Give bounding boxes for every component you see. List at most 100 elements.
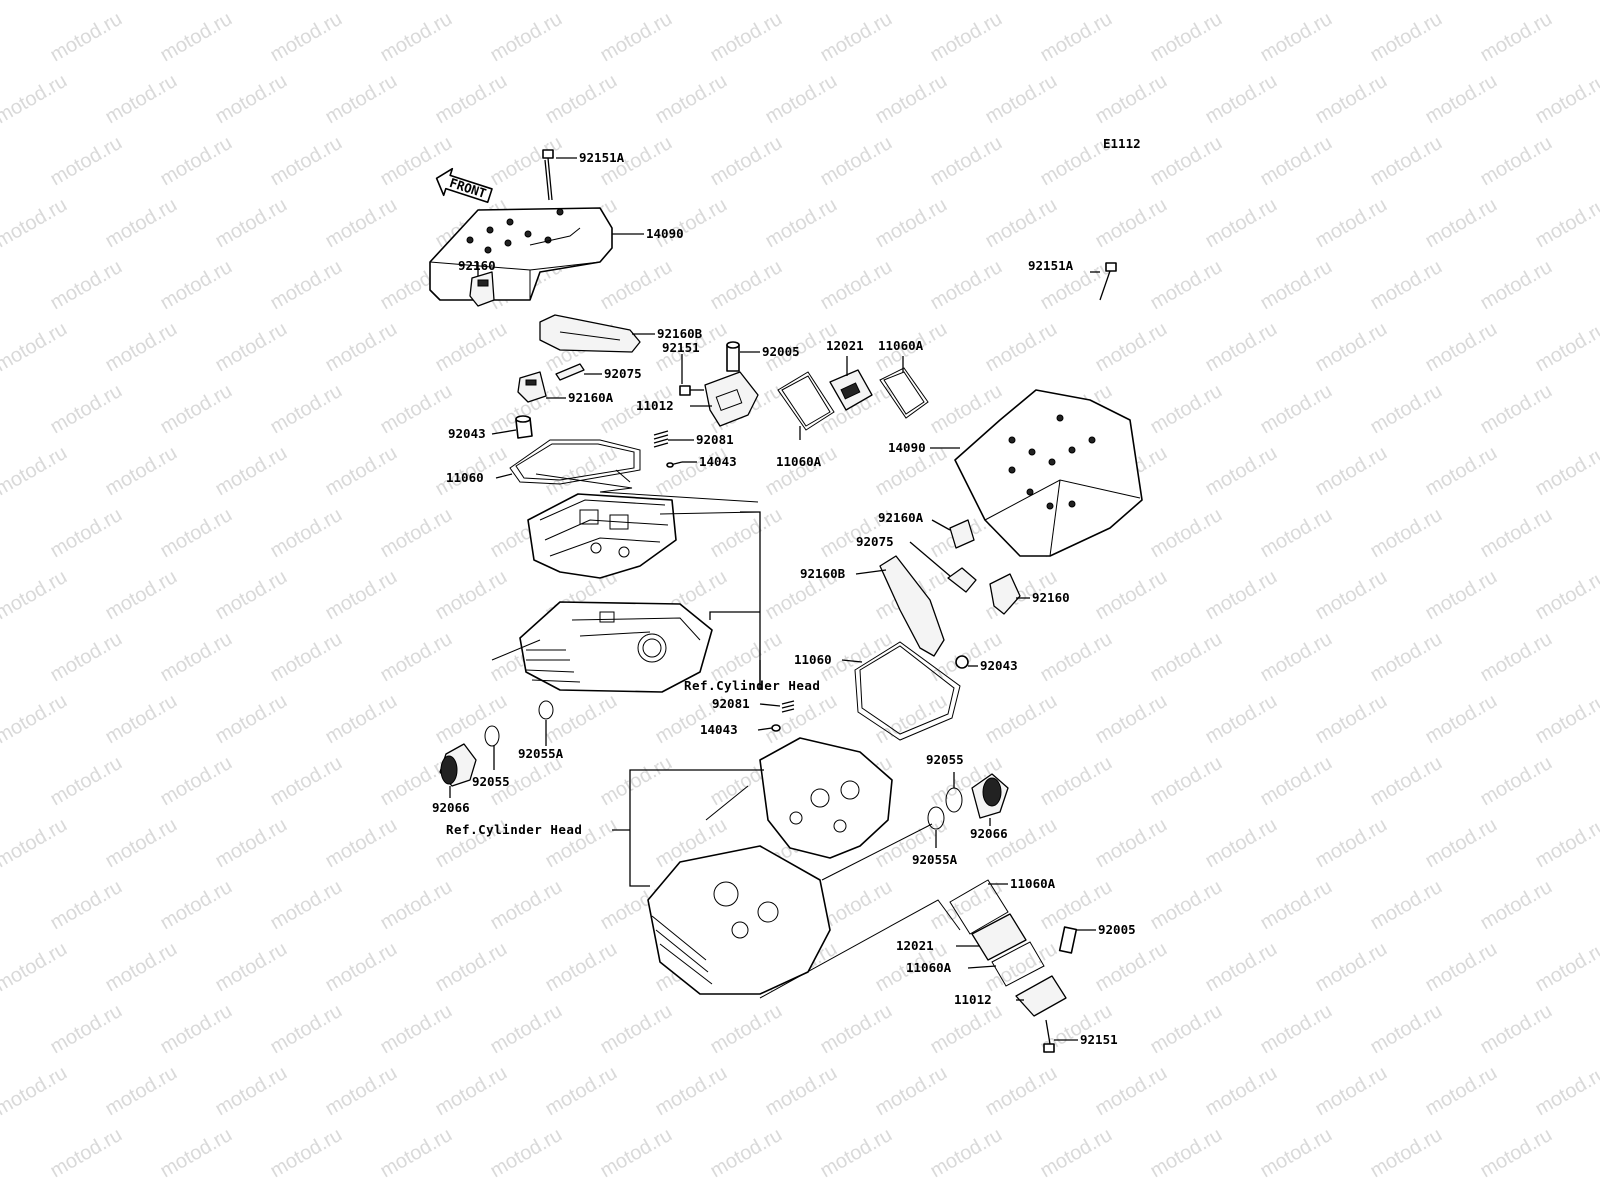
- watermark-text: motod.ru: [1477, 876, 1556, 935]
- watermark-text: motod.ru: [377, 628, 456, 687]
- part-label: 11060: [794, 652, 832, 667]
- watermark-text: motod.ru: [1257, 256, 1336, 315]
- watermark-text: motod.ru: [432, 566, 511, 625]
- watermark-text: motod.ru: [542, 1062, 621, 1121]
- watermark-text: motod.ru: [1257, 628, 1336, 687]
- watermark-text: motod.ru: [1037, 628, 1116, 687]
- part-label: 14043: [699, 454, 737, 469]
- watermark-text: motod.ru: [1532, 938, 1600, 997]
- watermark-text: motod.ru: [542, 938, 621, 997]
- part-label: 92043: [448, 426, 486, 441]
- part-label: 92005: [1098, 922, 1136, 937]
- part-label: 92055A: [912, 852, 958, 867]
- watermark-text: motod.ru: [0, 814, 71, 873]
- watermark-text: motod.ru: [1367, 380, 1446, 439]
- watermark-text: motod.ru: [212, 318, 291, 377]
- watermark-text: motod.ru: [1147, 1000, 1226, 1059]
- watermark-text: motod.ru: [982, 814, 1061, 873]
- pin-icon: [771, 724, 781, 732]
- watermark-text: motod.ru: [157, 256, 236, 315]
- watermark-text: motod.ru: [1532, 442, 1600, 501]
- pin-icon: [666, 461, 683, 468]
- watermark-text: motod.ru: [982, 1062, 1061, 1121]
- watermark-text: motod.ru: [1092, 814, 1171, 873]
- watermark-text: motod.ru: [1312, 690, 1391, 749]
- watermark-text: motod.ru: [762, 1062, 841, 1121]
- watermark-text: motod.ru: [1202, 938, 1281, 997]
- intake-pipe-icon: [971, 773, 1009, 819]
- gasket-icon: [777, 371, 835, 431]
- watermark-text: motod.ru: [597, 752, 676, 811]
- watermark-text: motod.ru: [267, 132, 346, 191]
- watermark-text: motod.ru: [1477, 1124, 1556, 1183]
- watermark-text: motod.ru: [1422, 318, 1501, 377]
- reed-valve-icon: [971, 913, 1027, 961]
- watermark-text: motod.ru: [377, 1000, 456, 1059]
- bracket-icon: [947, 567, 977, 593]
- watermark-text: motod.ru: [157, 876, 236, 935]
- watermark-text: motod.ru: [817, 8, 896, 67]
- watermark-text: motod.ru: [762, 194, 841, 253]
- watermark-text: motod.ru: [1147, 628, 1226, 687]
- watermark-text: motod.ru: [1477, 256, 1556, 315]
- watermark-text: motod.ru: [157, 504, 236, 563]
- watermark-text: motod.ru: [1532, 194, 1600, 253]
- watermark-text: motod.ru: [762, 442, 841, 501]
- part-label: 92160A: [568, 390, 614, 405]
- watermark-text: motod.ru: [707, 8, 786, 67]
- watermark-text: motod.ru: [1477, 8, 1556, 67]
- watermark-text: motod.ru: [212, 814, 291, 873]
- watermark-text: motod.ru: [212, 566, 291, 625]
- diagram-code: E1112: [1103, 136, 1141, 151]
- watermark-text: motod.ru: [1367, 8, 1446, 67]
- watermark-text: motod.ru: [0, 938, 71, 997]
- watermark-text: motod.ru: [102, 442, 181, 501]
- watermark-text: motod.ru: [1202, 70, 1281, 129]
- watermark-text: motod.ru: [652, 194, 731, 253]
- watermark-text: motod.ru: [1257, 8, 1336, 67]
- bolt-icon: [542, 149, 554, 201]
- watermark-text: motod.ru: [597, 1124, 676, 1183]
- watermark-text: motod.ru: [707, 1000, 786, 1059]
- watermark-text: motod.ru: [102, 194, 181, 253]
- part-label: 11060: [446, 470, 484, 485]
- watermark-text: motod.ru: [0, 194, 71, 253]
- watermark-text: motod.ru: [1092, 690, 1171, 749]
- watermark-text: motod.ru: [1257, 1124, 1336, 1183]
- watermark-text: motod.ru: [322, 70, 401, 129]
- watermark-text: motod.ru: [597, 1000, 676, 1059]
- watermark-text: motod.ru: [157, 628, 236, 687]
- watermark-text: motod.ru: [1202, 194, 1281, 253]
- watermark-text: motod.ru: [1312, 194, 1391, 253]
- watermark-text: motod.ru: [652, 442, 731, 501]
- watermark-text: motod.ru: [1367, 132, 1446, 191]
- watermark-text: motod.ru: [1037, 1124, 1116, 1183]
- watermark-text: motod.ru: [267, 504, 346, 563]
- watermark-text: motod.ru: [47, 504, 126, 563]
- watermark-text: motod.ru: [1147, 132, 1226, 191]
- watermark-text: motod.ru: [1147, 380, 1226, 439]
- watermark-text: motod.ru: [872, 690, 951, 749]
- watermark-text: motod.ru: [1037, 752, 1116, 811]
- o-ring-icon: [484, 725, 500, 747]
- part-label: 14043: [700, 722, 738, 737]
- watermark-text: motod.ru: [1257, 132, 1336, 191]
- part-label: 92160A: [878, 510, 924, 525]
- valve-cover-icon: [704, 371, 759, 427]
- part-label: 92151: [1080, 1032, 1118, 1047]
- collar-icon: [515, 415, 533, 439]
- watermark-text: motod.ru: [47, 1124, 126, 1183]
- watermark-text: motod.ru: [212, 70, 291, 129]
- watermark-text: motod.ru: [1147, 504, 1226, 563]
- part-label: 92081: [712, 696, 750, 711]
- watermark-text: motod.ru: [1367, 752, 1446, 811]
- watermark-text: motod.ru: [267, 8, 346, 67]
- watermark-text: motod.ru: [1092, 194, 1171, 253]
- front-arrow-label: FRONT: [448, 175, 488, 201]
- watermark-text: motod.ru: [377, 8, 456, 67]
- leader-lines: [449, 157, 1100, 1041]
- watermark-text: motod.ru: [267, 1124, 346, 1183]
- gasket-icon: [949, 879, 1009, 935]
- watermark-text: motod.ru: [102, 566, 181, 625]
- watermark-text: motod.ru: [157, 132, 236, 191]
